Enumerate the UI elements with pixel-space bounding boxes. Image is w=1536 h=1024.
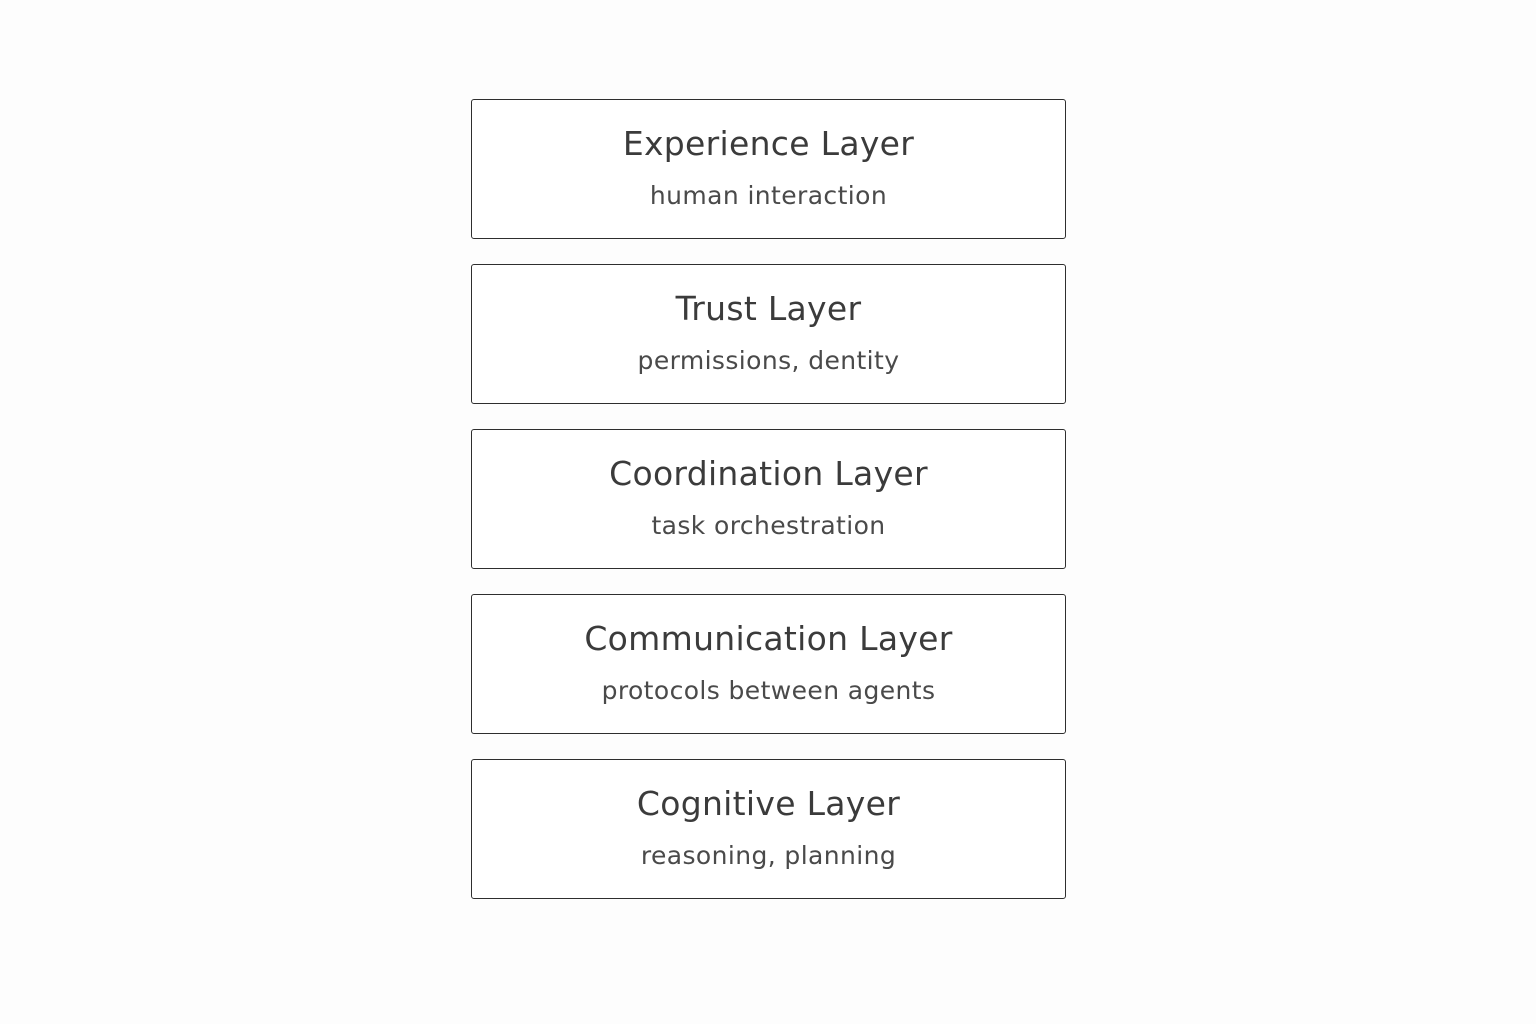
layer-title: Cognitive Layer bbox=[636, 784, 901, 823]
layer-subtitle: protocols between agents bbox=[601, 676, 936, 705]
layer-subtitle: task orchestration bbox=[651, 511, 886, 540]
layer-box-experience: Experience Layer human interaction bbox=[471, 99, 1066, 239]
layer-title: Communication Layer bbox=[584, 619, 953, 658]
layer-stack-diagram: Experience Layer human interaction Trust… bbox=[471, 99, 1066, 924]
layer-subtitle: reasoning, planning bbox=[640, 841, 897, 870]
layer-box-cognitive: Cognitive Layer reasoning, planning bbox=[471, 759, 1066, 899]
layer-box-trust: Trust Layer permissions, dentity bbox=[471, 264, 1066, 404]
layer-subtitle: human interaction bbox=[649, 181, 888, 210]
layer-box-coordination: Coordination Layer task orchestration bbox=[471, 429, 1066, 569]
layer-title: Experience Layer bbox=[622, 124, 915, 163]
layer-title: Trust Layer bbox=[675, 289, 862, 328]
layer-subtitle: permissions, dentity bbox=[637, 346, 900, 375]
layer-title: Coordination Layer bbox=[609, 454, 928, 493]
layer-box-communication: Communication Layer protocols between ag… bbox=[471, 594, 1066, 734]
